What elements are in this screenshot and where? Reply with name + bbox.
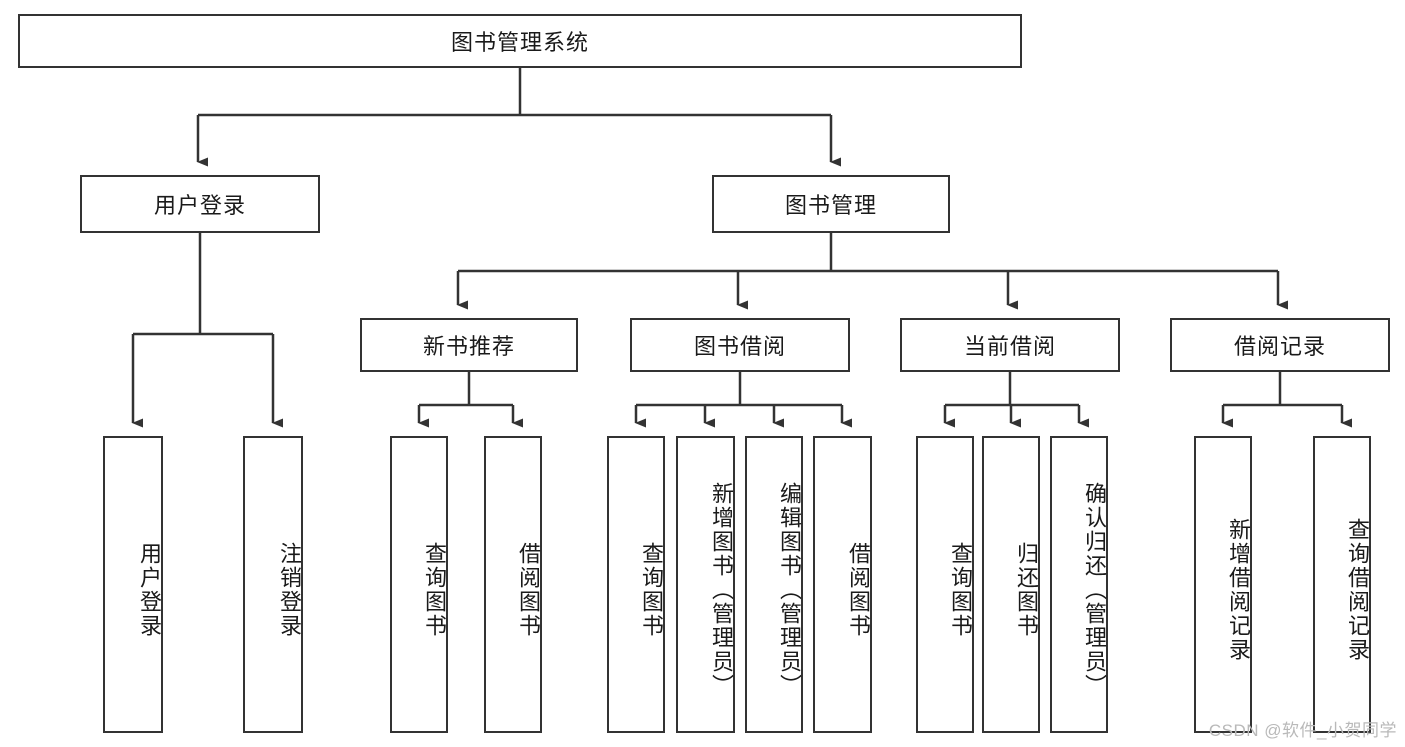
node-leaf-add-record-label: 新增借阅记录: [1226, 517, 1251, 662]
node-leaf-confirm-return-label: 确认归还（管理员）: [1082, 481, 1107, 698]
node-leaf-query-book-3[interactable]: 查询图书: [916, 436, 974, 733]
node-leaf-query-record-label: 查询借阅记录: [1345, 517, 1370, 662]
node-book-management[interactable]: 图书管理: [712, 175, 950, 233]
csdn-watermark: CSDN @软件_小贺同学: [1208, 721, 1397, 740]
node-leaf-user-login[interactable]: 用户登录: [103, 436, 163, 733]
node-new-book-recommend-label: 新书推荐: [422, 334, 515, 359]
node-leaf-query-book-1-label: 查询图书: [422, 541, 447, 638]
node-borrow-record-label: 借阅记录: [1233, 334, 1326, 359]
node-leaf-query-book-2[interactable]: 查询图书: [607, 436, 665, 733]
node-book-borrow-label: 图书借阅: [693, 334, 786, 359]
node-leaf-borrow-book-2-label: 借阅图书: [846, 541, 871, 638]
node-leaf-query-book-3-label: 查询图书: [948, 541, 973, 638]
node-leaf-borrow-book-1-label: 借阅图书: [516, 541, 541, 638]
node-leaf-edit-book[interactable]: 编辑图书（管理员）: [745, 436, 803, 733]
node-borrow-record[interactable]: 借阅记录: [1170, 318, 1390, 372]
node-leaf-add-record[interactable]: 新增借阅记录: [1194, 436, 1252, 733]
node-user-login[interactable]: 用户登录: [80, 175, 320, 233]
node-leaf-add-book[interactable]: 新增图书（管理员）: [676, 436, 735, 733]
node-leaf-query-book-2-label: 查询图书: [639, 541, 664, 638]
node-leaf-add-book-label: 新增图书（管理员）: [709, 481, 734, 698]
node-leaf-borrow-book-1[interactable]: 借阅图书: [484, 436, 542, 733]
node-leaf-query-record[interactable]: 查询借阅记录: [1313, 436, 1371, 733]
node-leaf-logout[interactable]: 注销登录: [243, 436, 303, 733]
node-leaf-borrow-book-2[interactable]: 借阅图书: [813, 436, 872, 733]
node-leaf-edit-book-label: 编辑图书（管理员）: [777, 481, 802, 698]
node-book-borrow[interactable]: 图书借阅: [630, 318, 850, 372]
node-leaf-query-book-1[interactable]: 查询图书: [390, 436, 448, 733]
node-current-borrow[interactable]: 当前借阅: [900, 318, 1120, 372]
node-leaf-logout-label: 注销登录: [277, 541, 302, 638]
node-leaf-user-login-label: 用户登录: [137, 541, 162, 638]
node-current-borrow-label: 当前借阅: [963, 334, 1056, 359]
node-root[interactable]: 图书管理系统: [18, 14, 1022, 68]
node-book-management-label: 图书管理: [784, 193, 877, 218]
node-user-login-label: 用户登录: [153, 193, 246, 218]
node-new-book-recommend[interactable]: 新书推荐: [360, 318, 578, 372]
node-leaf-confirm-return[interactable]: 确认归还（管理员）: [1050, 436, 1108, 733]
node-leaf-return-book-label: 归还图书: [1014, 541, 1039, 638]
node-root-label: 图书管理系统: [450, 30, 589, 55]
node-leaf-return-book[interactable]: 归还图书: [982, 436, 1040, 733]
